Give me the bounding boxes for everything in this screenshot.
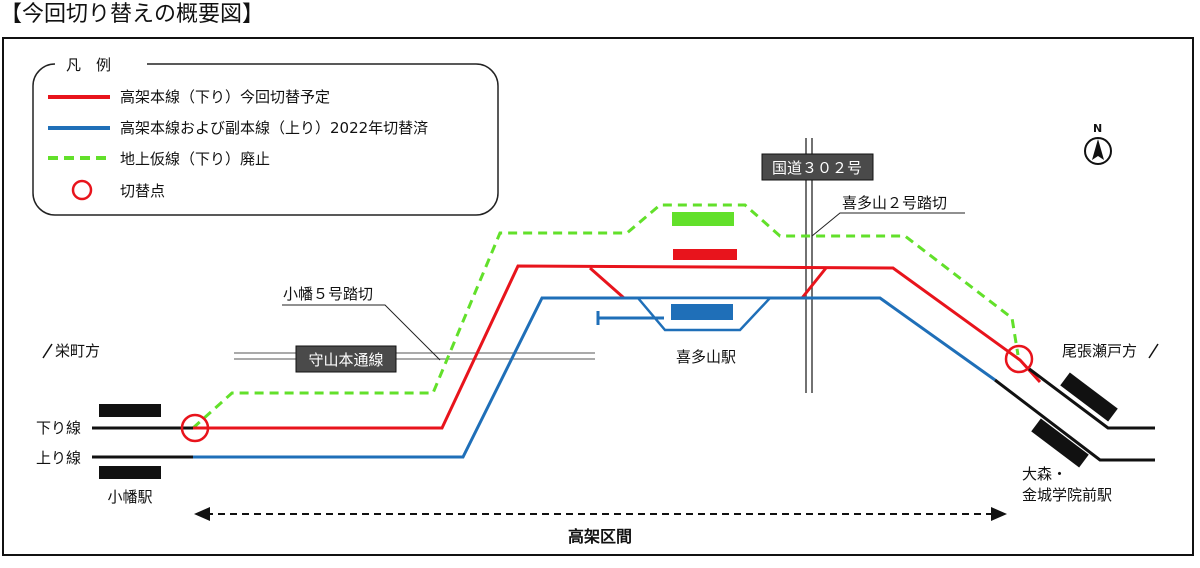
switch-point-west	[180, 413, 210, 443]
west-tracks	[92, 404, 193, 479]
obata-station-label: 小幡駅	[107, 488, 152, 506]
obata-platform-1	[99, 404, 161, 417]
moriyama-street-label: 守山本通線	[308, 351, 383, 369]
down-line-label: 下り線	[36, 419, 81, 437]
switch-point-east	[1004, 344, 1034, 374]
legend-label-blue: 高架本線および副本線（上り）2022年切替済	[120, 119, 428, 137]
ground-platform-green	[672, 212, 734, 226]
national-road-label-box	[761, 153, 874, 181]
east-platform-1	[1060, 372, 1118, 422]
diagram-frame	[2, 37, 1194, 556]
east-platform-2	[1031, 418, 1089, 468]
moriyama-street: 守山本通線	[234, 345, 595, 373]
elevated-up-line-blue	[92, 296, 996, 459]
kitayama-station-label: 喜多山駅	[676, 348, 736, 366]
north-compass: N	[1084, 122, 1112, 165]
legend-swatch-circle	[71, 179, 93, 201]
blue-platform	[671, 304, 733, 320]
legend-label-circle: 切替点	[120, 182, 165, 200]
east-tracks	[994, 366, 1155, 468]
sakaemachi-slash	[42, 343, 53, 359]
omori-station-label-2: 金城学院前駅	[1022, 486, 1112, 504]
elevated-down-line-red	[92, 264, 1042, 430]
compass-circle	[1084, 137, 1112, 165]
moriyama-street-label-box	[295, 345, 397, 373]
compass-arrow-icon	[1092, 139, 1104, 160]
legend-title: 凡 例	[66, 56, 111, 74]
leader-obata5	[282, 304, 441, 361]
legend: 凡 例 高架本線（下り）今回切替予定 高架本線および副本線（上り）2022年切替…	[32, 56, 499, 216]
omori-station-label-1: 大森・	[1022, 465, 1067, 483]
elevated-section-arrow	[194, 507, 1007, 521]
elevated-section-label: 高架区間	[568, 527, 632, 546]
obata-platform-2	[99, 466, 161, 479]
national-road-label: 国道３０２号	[772, 159, 862, 177]
crossing-kitayama2-label: 喜多山２号踏切	[842, 194, 947, 212]
up-line-label: 上り線	[36, 449, 81, 467]
owariseto-label: 尾張瀬戸方	[1062, 342, 1137, 360]
legend-box	[32, 63, 499, 216]
national-road: 国道３０２号	[761, 138, 874, 393]
page-title: 【今回切り替えの概要図】	[0, 2, 265, 27]
leader-kitayama2	[811, 212, 965, 237]
compass-label: N	[1093, 122, 1102, 135]
sakaemachi-label: 栄町方	[55, 342, 100, 360]
legend-label-green: 地上仮線（下り）廃止	[120, 150, 270, 168]
crossing-obata5-label: 小幡５号踏切	[283, 285, 373, 303]
ground-temporary-line-green	[191, 203, 1020, 430]
owariseto-slash	[1148, 343, 1159, 359]
legend-label-red: 高架本線（下り）今回切替予定	[120, 88, 330, 106]
red-platform	[673, 249, 737, 260]
